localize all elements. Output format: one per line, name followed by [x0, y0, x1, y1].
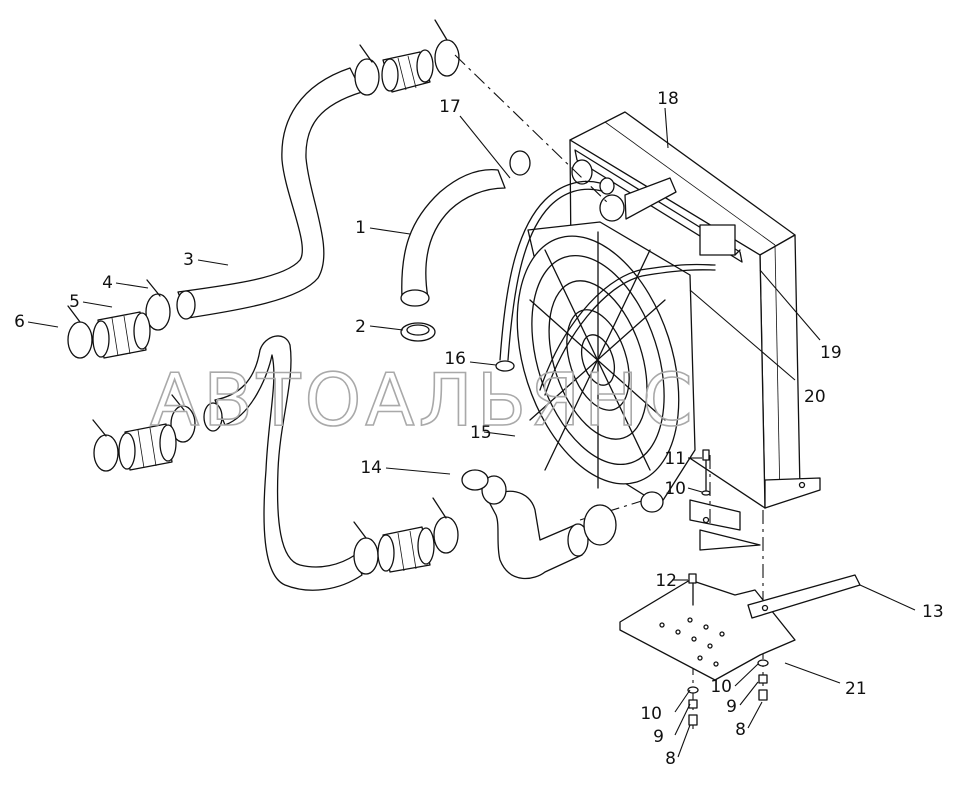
callout-9a: 9: [653, 727, 664, 747]
clamp-16: [495, 360, 515, 372]
callout-20: 20: [804, 387, 826, 407]
callout-12: 12: [655, 571, 677, 591]
callout-18: 18: [657, 89, 679, 109]
long-hose-lower: [214, 335, 363, 591]
callout-11: 11: [664, 449, 686, 469]
plate-13: [747, 574, 861, 619]
upper-hose: [401, 169, 506, 299]
callout-10a: 10: [640, 704, 662, 724]
callout-10b: 10: [710, 677, 732, 697]
callout-13: 13: [922, 602, 944, 622]
callout-15: 15: [470, 423, 492, 443]
callout-8a: 8: [665, 749, 676, 769]
callout-6: 6: [14, 312, 25, 332]
clamp-2: [400, 322, 436, 342]
leader-lines: [27, 107, 916, 758]
long-hose-upper: [177, 67, 363, 319]
fan-guard: [516, 221, 716, 506]
elbow-15: [487, 490, 583, 580]
watermark: АВТОАЛЬЯНС: [150, 358, 697, 442]
clamp-14: [461, 469, 489, 491]
fasteners: [687, 449, 769, 726]
callout-16: 16: [444, 349, 466, 369]
callout-3: 3: [183, 250, 194, 270]
clamp-14b: [583, 504, 617, 546]
callout-1: 1: [355, 218, 366, 238]
callout-labels: 1 2 3 4 5 6 8 8 9 9 10 10 10 11 12 13 14…: [14, 89, 943, 769]
callout-17: 17: [439, 97, 461, 117]
callout-8b: 8: [735, 720, 746, 740]
callout-4: 4: [102, 273, 113, 293]
callout-5: 5: [69, 292, 80, 312]
bracket-21: [619, 579, 796, 681]
bypass-tube: [499, 180, 601, 361]
callout-19: 19: [820, 343, 842, 363]
callout-21: 21: [845, 679, 867, 699]
callout-9b: 9: [726, 697, 737, 717]
callout-14: 14: [360, 458, 382, 478]
clamp-6: [67, 321, 93, 359]
callout-2: 2: [355, 317, 366, 337]
callout-10c: 10: [664, 479, 686, 499]
